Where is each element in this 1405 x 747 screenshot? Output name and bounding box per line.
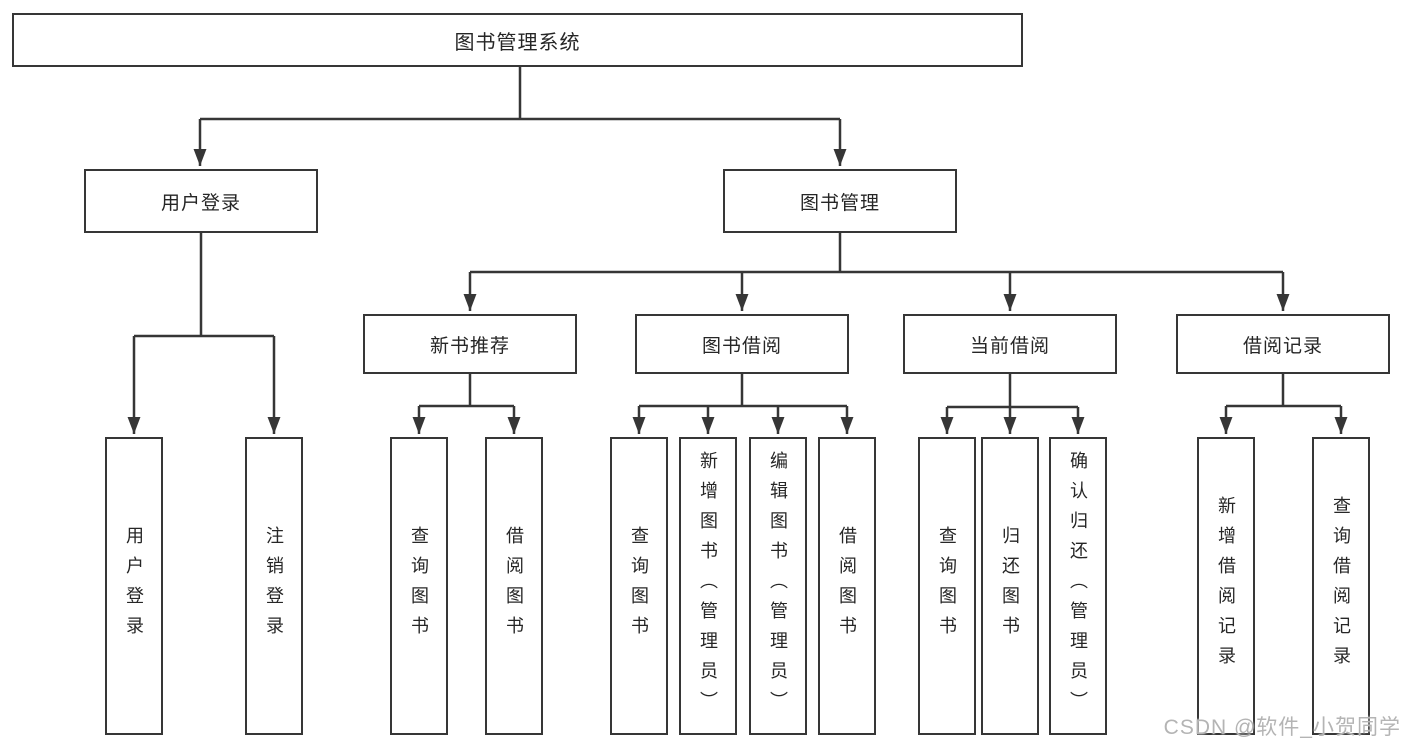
node-confirm-return-admin: 确认归还（管理员） (1049, 437, 1107, 735)
node-label: 查询图书 (629, 526, 649, 646)
connector-current-borrowing-stem (947, 374, 1078, 409)
connector-new-book-stem (419, 374, 514, 408)
node-label: 新增借阅记录 (1216, 496, 1236, 676)
node-label: 借阅图书 (837, 526, 857, 646)
node-add-borrow-record: 新增借阅记录 (1197, 437, 1255, 735)
node-label: 图书借阅 (701, 335, 782, 357)
node-current-borrowing: 当前借阅 (903, 314, 1117, 374)
node-label: 借阅记录 (1242, 335, 1323, 357)
node-label: 新书推荐 (429, 335, 510, 357)
node-label: 图书管理系统 (454, 31, 581, 54)
node-label: 借阅图书 (504, 526, 524, 646)
csdn-watermark: CSDN @软件_小贺同学 (1163, 716, 1401, 739)
node-label: 查询图书 (409, 526, 429, 646)
node-label: 当前借阅 (969, 335, 1050, 357)
connector-book-management-stem (470, 233, 1283, 274)
connector-book-borrowing-stem (639, 374, 847, 408)
node-add-books-admin: 新增图书（管理员） (679, 437, 737, 735)
node-root: 图书管理系统 (12, 13, 1023, 67)
node-label: 归还图书 (1000, 526, 1020, 646)
node-query-books: 查询图书 (390, 437, 448, 735)
node-query-borrow-record: 查询借阅记录 (1312, 437, 1370, 735)
node-label: 编辑图书（管理员） (768, 451, 788, 721)
node-query-books: 查询图书 (918, 437, 976, 735)
node-label: 注销登录 (264, 526, 284, 646)
connector-root-stem (200, 67, 840, 121)
node-edit-books-admin: 编辑图书（管理员） (749, 437, 807, 735)
node-borrow-books: 借阅图书 (485, 437, 543, 735)
connector-borrowing-records-stem (1226, 374, 1341, 408)
node-book-borrowing: 图书借阅 (635, 314, 849, 374)
node-label: 查询图书 (937, 526, 957, 646)
connector-user-login-stem (134, 233, 274, 338)
node-label: 新增图书（管理员） (698, 451, 718, 721)
node-label: 确认归还（管理员） (1068, 451, 1088, 721)
node-label: 用户登录 (124, 526, 144, 646)
node-return-books: 归还图书 (981, 437, 1039, 735)
node-book-management: 图书管理 (723, 169, 957, 233)
node-user-login: 用户登录 (84, 169, 318, 233)
node-user-login-leaf: 用户登录 (105, 437, 163, 735)
node-borrow-books: 借阅图书 (818, 437, 876, 735)
node-borrowing-records: 借阅记录 (1176, 314, 1390, 374)
node-new-book-recommend: 新书推荐 (363, 314, 577, 374)
node-query-books: 查询图书 (610, 437, 668, 735)
node-label: 查询借阅记录 (1331, 496, 1351, 676)
node-label: 图书管理 (799, 192, 880, 214)
node-logout-leaf: 注销登录 (245, 437, 303, 735)
node-label: 用户登录 (160, 192, 241, 214)
